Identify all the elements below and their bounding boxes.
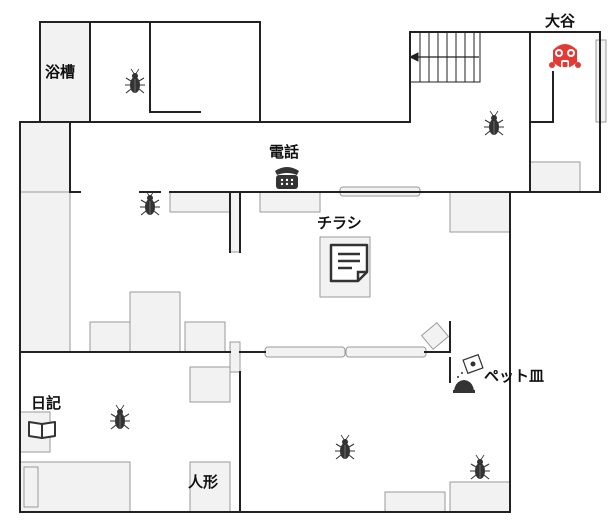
walls-layer (19, 21, 601, 513)
tilted-box (420, 321, 450, 351)
staircase (408, 31, 481, 83)
stool (189, 366, 231, 403)
cockroach-icon (335, 434, 355, 460)
box-1 (89, 321, 131, 353)
cockroach-icon (125, 68, 145, 94)
long-shelf-1 (264, 346, 346, 358)
cockroach-icon (470, 454, 490, 480)
open-book-icon (28, 421, 56, 439)
label-pet-dish: ペット皿 (484, 367, 545, 385)
door-post-lower (229, 341, 241, 373)
door-post-upper (229, 191, 241, 253)
label-phone: 電話 (269, 143, 300, 161)
counter-left (169, 191, 231, 213)
bottom-box-1 (384, 491, 446, 513)
bottom-box-2 (449, 481, 511, 513)
gas-mask-icon (549, 44, 581, 69)
pillar-right (449, 191, 511, 233)
cockroach-layer (110, 68, 504, 480)
cockroach-icon (140, 190, 160, 216)
furniture-layer (19, 21, 607, 513)
box-2 (129, 291, 181, 353)
label-flyer: チラシ (317, 214, 362, 232)
label-bath: 浴槽 (45, 63, 76, 81)
right-corner-box (529, 161, 581, 193)
long-shelf-2 (345, 346, 427, 358)
cockroach-icon (110, 404, 130, 430)
label-otani: 大谷 (545, 12, 576, 30)
box-3 (184, 321, 226, 353)
cockroach-icon (484, 110, 504, 136)
left-cabinet-upper (19, 121, 71, 193)
label-diary: 日記 (31, 394, 62, 412)
document-icon (329, 243, 369, 283)
label-doll: 人形 (188, 473, 219, 491)
left-cabinet-lower (19, 191, 71, 353)
counter-right (259, 191, 321, 213)
telephone-icon (275, 167, 299, 189)
bed-pillow (23, 466, 39, 508)
bathtub (39, 21, 91, 123)
pet-bowl-icon (453, 353, 484, 393)
